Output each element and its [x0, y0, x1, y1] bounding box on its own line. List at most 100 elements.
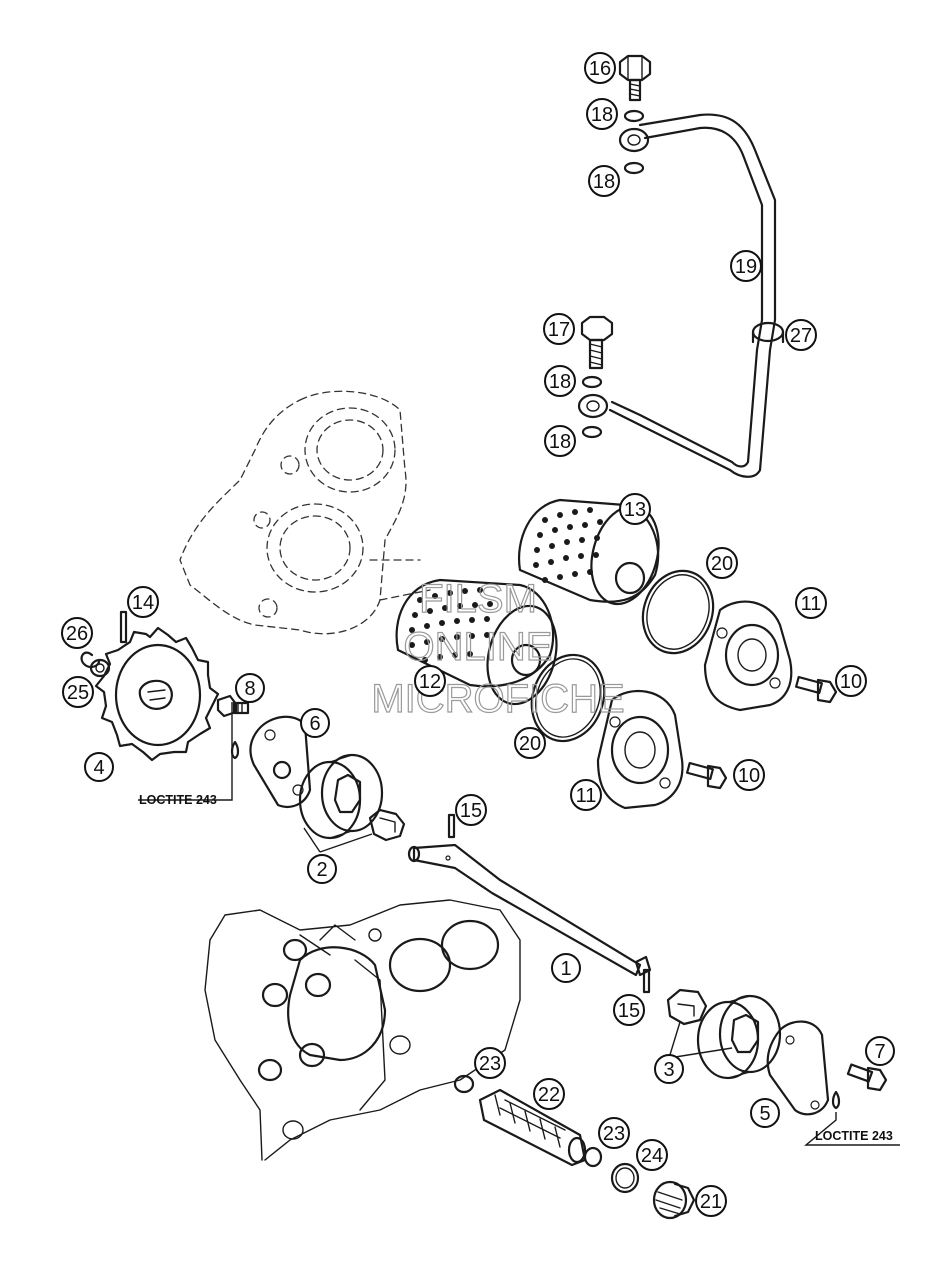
o-ring-20-inner — [646, 574, 710, 650]
loctite-drop-left — [230, 740, 240, 760]
callout-14-label: 14 — [132, 592, 154, 614]
copper-washer-18 — [581, 375, 603, 389]
callout-3: 3 — [654, 1054, 684, 1084]
callout-11-lower: 11 — [570, 779, 602, 811]
callout-6: 6 — [300, 708, 330, 738]
callout-13-label: 13 — [624, 499, 646, 521]
oil-line-19 — [577, 113, 785, 478]
callout-25-label: 25 — [67, 682, 89, 704]
callout-18-d: 18 — [544, 425, 576, 457]
callout-20-lower: 20 — [514, 727, 546, 759]
bolt-10-upper — [795, 675, 838, 704]
filter-cover-11-upper — [703, 600, 793, 712]
copper-washer-18 — [623, 109, 645, 123]
callout-18-c-label: 18 — [549, 371, 571, 393]
watermark-line3: MICROFICHE — [371, 677, 624, 721]
callout-20-upper: 20 — [706, 547, 738, 579]
callout-26: 26 — [61, 617, 93, 649]
o-ring-23 — [453, 1074, 475, 1094]
callout-17-label: 17 — [548, 319, 570, 341]
callout-27: 27 — [785, 319, 817, 351]
callout-1: 1 — [551, 953, 581, 983]
callout-16: 16 — [584, 52, 616, 84]
callout-12-label: 12 — [419, 671, 441, 693]
screw-8 — [216, 694, 250, 718]
callout-12: 12 — [414, 665, 446, 697]
leader-lines — [138, 702, 900, 1146]
pump-rotor-inner-3 — [666, 988, 708, 1026]
oil-filter-13 — [517, 498, 660, 606]
callout-2: 2 — [307, 854, 337, 884]
callout-23-a-label: 23 — [479, 1053, 501, 1075]
callout-25: 25 — [62, 676, 94, 708]
washer-25 — [89, 658, 111, 678]
callout-10-upper: 10 — [835, 665, 867, 697]
banjo-bolt-17 — [580, 315, 614, 370]
callout-10-lower: 10 — [733, 759, 765, 791]
pump-rotor-outer-3 — [696, 994, 782, 1080]
callout-24: 24 — [636, 1139, 668, 1171]
callout-18-a-label: 18 — [591, 104, 613, 126]
drain-plug-21 — [652, 1180, 696, 1220]
callout-15-lower-label: 15 — [618, 1000, 640, 1022]
callout-19-label: 19 — [735, 256, 757, 278]
pin-14 — [119, 610, 128, 644]
callout-7: 7 — [865, 1036, 895, 1066]
callout-18-c: 18 — [544, 365, 576, 397]
callout-21-label: 21 — [700, 1191, 722, 1213]
o-ring-20 — [530, 653, 606, 743]
watermark: FILSM ONLINE MICROFICHE — [371, 576, 626, 721]
oil-filter-12 — [395, 578, 558, 706]
watermark-line2: ONLINE — [404, 625, 553, 669]
pump-rotor-outer-2 — [298, 753, 384, 840]
o-ring-20-inner — [535, 658, 601, 738]
callout-27-label: 27 — [790, 325, 812, 347]
oil-pump-gear-4 — [94, 626, 220, 762]
callout-15-upper: 15 — [455, 794, 487, 826]
filter-cover-11-lower — [596, 689, 684, 810]
callout-20-upper-label: 20 — [711, 553, 733, 575]
o-ring-20 — [641, 569, 715, 655]
callout-8-label: 8 — [244, 678, 255, 700]
bolt-7 — [846, 1063, 888, 1092]
callout-18-b: 18 — [588, 165, 620, 197]
callout-19: 19 — [730, 250, 762, 282]
callout-13: 13 — [619, 493, 651, 525]
callout-15-upper-label: 15 — [460, 800, 482, 822]
callout-5: 5 — [750, 1098, 780, 1128]
watermark-line1: FILSM — [419, 577, 537, 621]
callout-18-a: 18 — [586, 98, 618, 130]
copper-washer-18 — [581, 425, 603, 439]
callout-22-label: 22 — [538, 1084, 560, 1106]
callout-1-label: 1 — [560, 958, 571, 980]
copper-washer-18 — [623, 161, 645, 175]
callout-10-upper-label: 10 — [840, 671, 862, 693]
lower-engine-case — [204, 899, 521, 1161]
pin-15 — [447, 813, 456, 839]
callout-15-lower: 15 — [613, 994, 645, 1026]
callout-16-label: 16 — [589, 58, 611, 80]
callout-23-b-label: 23 — [603, 1123, 625, 1145]
loctite-drop-right — [831, 1090, 841, 1110]
callout-23-a: 23 — [474, 1047, 506, 1079]
callout-14: 14 — [127, 586, 159, 618]
callout-21: 21 — [695, 1185, 727, 1217]
loctite-note-right: LOCTITE 243 — [815, 1129, 893, 1143]
callout-10-lower-label: 10 — [738, 765, 760, 787]
callout-11-upper: 11 — [795, 587, 827, 619]
callout-20-lower-label: 20 — [519, 733, 541, 755]
o-ring-24-inner — [615, 1167, 635, 1189]
callout-18-b-label: 18 — [593, 171, 615, 193]
callout-2-label: 2 — [316, 859, 327, 881]
callout-4-label: 4 — [93, 757, 104, 779]
callout-26-label: 26 — [66, 623, 88, 645]
bolt-10-lower — [686, 761, 728, 790]
pump-rotor-inner-2 — [368, 808, 406, 842]
callout-11-upper-label: 11 — [801, 593, 822, 615]
callout-7-label: 7 — [874, 1041, 885, 1063]
oil-strainer-22 — [478, 1088, 587, 1167]
callout-24-label: 24 — [641, 1145, 663, 1167]
o-ring-24 — [610, 1162, 640, 1194]
callout-17: 17 — [543, 313, 575, 345]
